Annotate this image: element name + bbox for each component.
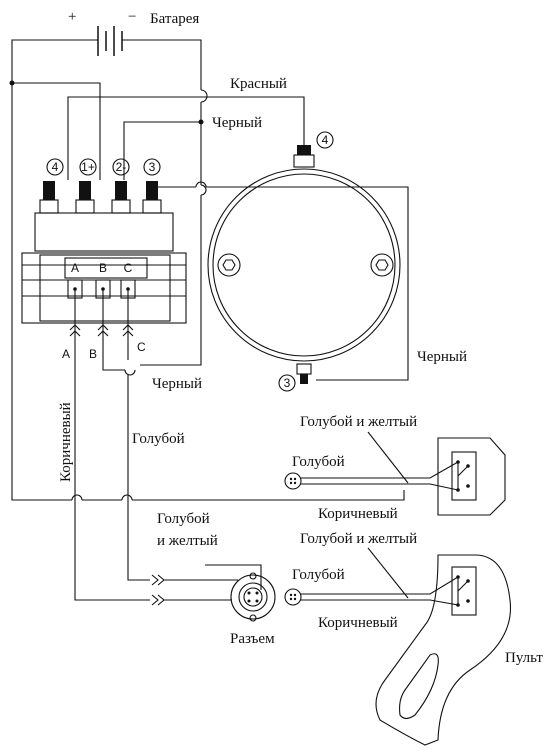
remote-label-blue-yellow: Голубой и желтый [300, 531, 417, 547]
wire-label-black-top: Черный [212, 115, 262, 131]
solenoid-output-wires [69, 289, 238, 606]
solenoid-terminals [39, 181, 162, 214]
battery-label: Батарея [150, 11, 199, 27]
wire-label-blue: Голубой [132, 431, 185, 447]
connector-socket [230, 572, 276, 622]
battery-wires [11, 39, 405, 501]
terminal-label-1: 1+ [81, 160, 95, 174]
terminal-label-3: 3 [149, 160, 156, 174]
solenoid-block: 4 1+ 2- 3 A B C [21, 158, 187, 324]
winch-motor [207, 145, 401, 384]
switchbox-label-brown: Коричневый [318, 506, 398, 522]
battery-minus-label: − [128, 9, 136, 25]
port-label-b: B [99, 261, 107, 275]
wire-label-blue-yellow-1: Голубой [157, 511, 210, 527]
switch-box [284, 431, 506, 516]
remote-label-title: Пульт [505, 650, 543, 666]
motor-terminal-label-3: 3 [284, 376, 291, 390]
remote-label-blue: Голубой [292, 567, 345, 583]
switchbox-label-blue-yellow: Голубой и желтый [300, 414, 417, 430]
wire-label-black-bottom: Черный [152, 376, 202, 392]
battery: + − Батарея [68, 9, 199, 56]
connector-label: Разъем [230, 631, 275, 647]
remote-label-brown: Коричневый [318, 615, 398, 631]
wire-label-brown: Коричневый [58, 402, 74, 482]
wire-label-black-right: Черный [417, 349, 467, 365]
wire-label-blue-yellow-2: и желтый [157, 533, 218, 549]
wire-mark-b: B [89, 347, 97, 361]
battery-plus-label: + [68, 9, 76, 25]
wire-label-red: Красный [230, 76, 287, 92]
terminal-label-2: 2- [116, 160, 127, 174]
remote-pendant [284, 547, 512, 746]
motor-terminal-label-4: 4 [322, 133, 329, 147]
terminal-label-4: 4 [52, 160, 59, 174]
port-label-c: C [124, 261, 133, 275]
wire-mark-c: C [137, 340, 146, 354]
port-label-a: A [71, 261, 79, 275]
wire-mark-a: A [62, 347, 70, 361]
switchbox-label-blue: Голубой [292, 454, 345, 470]
